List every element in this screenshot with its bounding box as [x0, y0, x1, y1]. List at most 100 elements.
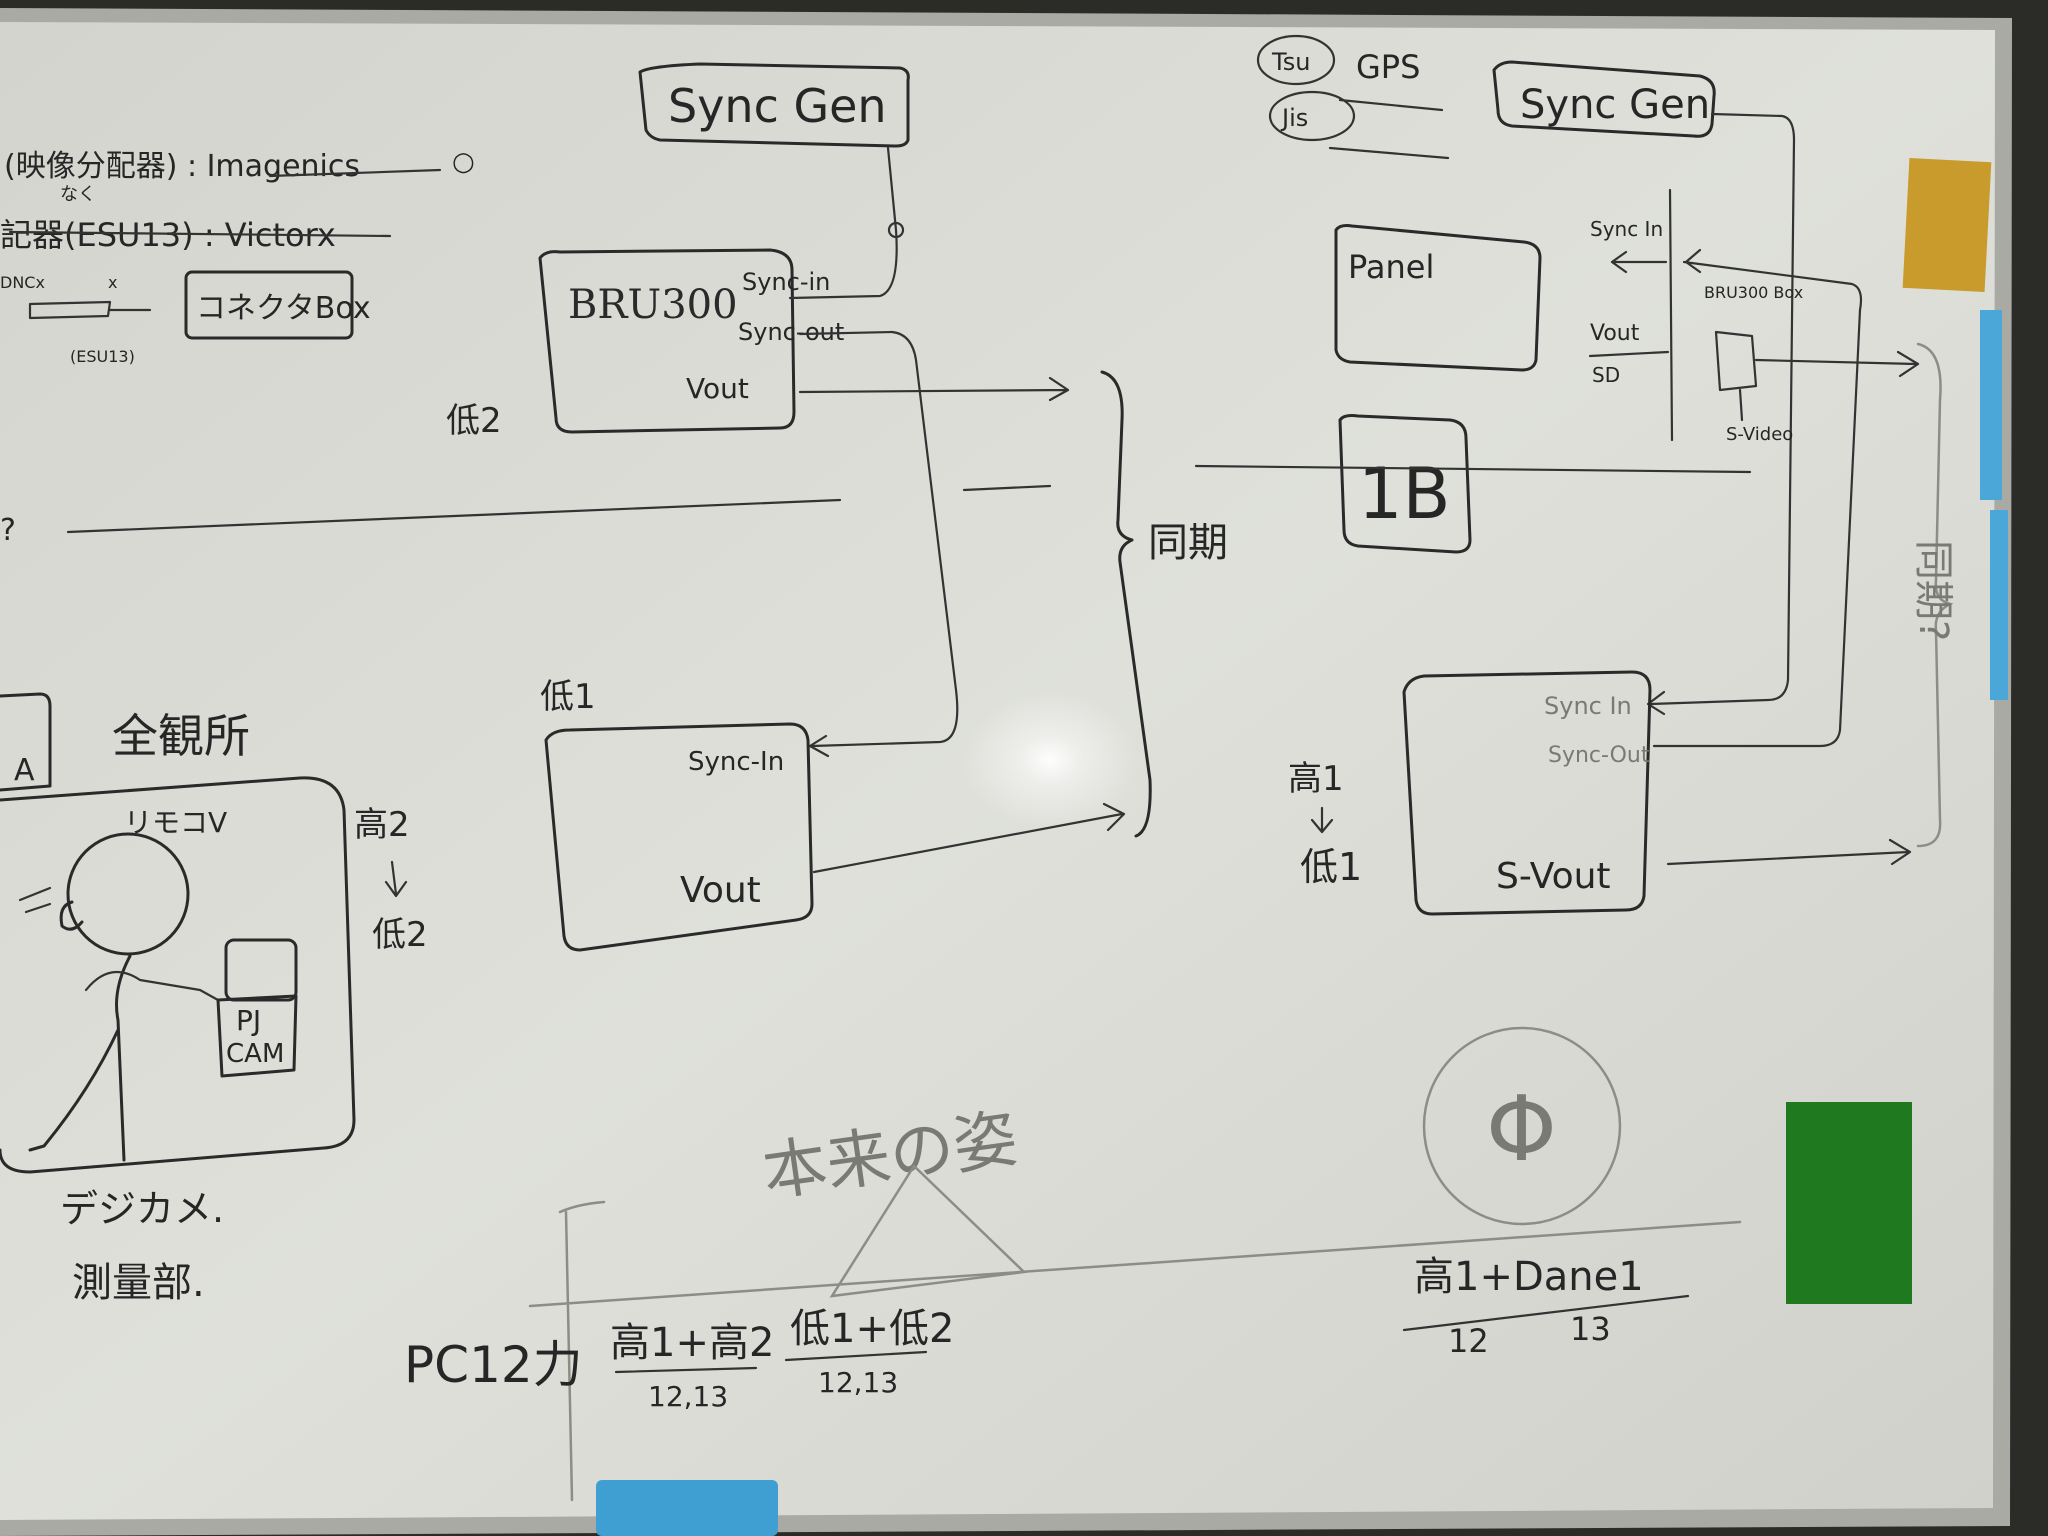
pc-count-label: PC12力 [404, 1336, 583, 1394]
low1-label-left: 低1 [540, 677, 596, 717]
box-a [0, 692, 52, 792]
sync-question-label: 同期? [1910, 540, 1956, 641]
bru-box-shape [1714, 330, 1758, 392]
formula3-bar [1402, 1294, 1690, 1332]
sync-in-arrow [1610, 250, 1668, 274]
wire-connector-dot [887, 221, 905, 239]
connector-box-label: コネクタBox [196, 291, 371, 326]
person-body [28, 954, 132, 1162]
formula3-bottom-right: 13 [1570, 1310, 1611, 1348]
vout-top-label: Vout [686, 372, 749, 405]
top-left-notes: (映像分配器) : Imagenics なく ○ 記器(ESU13) : Vic… [0, 147, 842, 548]
wire-sync-out-right [1652, 248, 1863, 748]
sync-gen-label-left: Sync Gen [668, 79, 887, 133]
low2-label-left: 低2 [446, 401, 502, 441]
sync-brace-right [1916, 342, 1954, 848]
panel-label: Panel [1348, 248, 1434, 286]
strike-line1 [268, 168, 442, 178]
formula1-top: 高1+高2 [610, 1320, 774, 1366]
high2-low2-arrow [384, 860, 408, 898]
formula3-top: 高1+Dane1 [1414, 1254, 1644, 1300]
bottom-long-line [528, 1220, 1742, 1308]
note-line3-left: DNCx [0, 273, 45, 292]
note-line3-sub: (ESU13) [70, 347, 135, 366]
box-sync-in-label: Sync In [1544, 692, 1632, 720]
blue-magnet-bottom [1990, 510, 2008, 700]
green-magnet [1786, 1102, 1912, 1304]
wire-sync-out-to-sync-in [798, 330, 959, 758]
short-line [962, 484, 1052, 492]
wire-sync-gen-right [1646, 112, 1796, 716]
strike-line2 [8, 230, 392, 238]
sync-gen-box-right [1492, 60, 1716, 138]
person-arm [84, 970, 220, 1002]
note-line1-small: なく [60, 184, 96, 205]
box-s-vout-label: S-Vout [1496, 856, 1611, 897]
right-device-box [1402, 670, 1652, 916]
orange-magnet [1902, 157, 1992, 293]
sync-out-top-label: Sync-out [738, 318, 844, 346]
bottom-bracket [558, 1200, 606, 1502]
high-to-low-arrow-right [1310, 806, 1334, 834]
question-mark-left: ? [0, 513, 16, 548]
bottom-formulas: 本来の姿 Φ PC12力 高1+高2 12,13 低1+低2 12,13 高1+… [404, 1026, 1742, 1502]
wire-vout-top-arrow [798, 376, 1070, 402]
vout-right-label: Vout [1590, 321, 1640, 346]
formula3-bottom-left: 12 [1448, 1322, 1489, 1360]
pj-cam-line2: CAM [226, 1039, 284, 1069]
high2-label: 高2 [354, 805, 410, 845]
note-line1-mark: ○ [452, 147, 475, 177]
scene-title: 全観所 [112, 709, 250, 763]
circle-symbol: Φ [1486, 1077, 1557, 1182]
sync-gen-box-left [638, 62, 910, 148]
vout-bottom-label: Vout [680, 870, 761, 911]
bru300-box [538, 248, 796, 434]
room-1b-label: 1B [1358, 453, 1451, 535]
camera-head [224, 938, 298, 1002]
s-video-label: S-Video [1726, 424, 1793, 445]
eraser [596, 1480, 778, 1536]
sync-in-top-label: Sync-in [742, 268, 830, 296]
vertical-bar-right [1668, 188, 1674, 442]
box-a-label: A [14, 753, 35, 788]
panel-box [1334, 224, 1542, 372]
wire-vout-bottom-arrow [812, 802, 1126, 874]
divider-line-right [1194, 464, 1752, 474]
speech-lines [18, 886, 52, 914]
jis-label: Jis [1280, 104, 1308, 132]
gps-label: GPS [1356, 48, 1420, 86]
gps-lines [1328, 98, 1450, 160]
high1-label-right: 高1 [1288, 759, 1344, 799]
vout-right-line [1588, 350, 1670, 358]
sync-label-left: 同期 [1148, 520, 1228, 566]
sync-brace-left [1100, 370, 1152, 838]
pj-cam-line1: PJ [236, 1004, 261, 1037]
bottom-device-box [544, 722, 814, 952]
triangle-sketch [829, 1164, 1027, 1298]
wire-sync-gen-to-sync-in [788, 146, 898, 300]
sync-in-bottom-label: Sync-In [688, 747, 784, 777]
remote-label: リモコV [124, 806, 227, 839]
formula2-top: 低1+低2 [790, 1306, 954, 1352]
connector-box [184, 270, 354, 340]
bottom-left-scene: A 全観所 リモコV PJ CAM 高2 低2 デジカメ. 測量部. [0, 692, 428, 1306]
formula2-bottom: 12,13 [818, 1366, 898, 1399]
circle-symbol-outer [1422, 1026, 1622, 1226]
formula1-bar [614, 1366, 758, 1374]
digicam-note: デジカメ. [60, 1187, 224, 1231]
person-ear [59, 900, 84, 931]
box-sync-out-label: Sync-Out [1548, 743, 1650, 768]
s-video-drop [1738, 388, 1744, 422]
note-line3-mark: x [108, 273, 117, 292]
bru-box-label: BRU300 Box [1704, 283, 1803, 302]
scene-frame [0, 776, 356, 1174]
person-head [66, 832, 190, 956]
sd-label: SD [1592, 363, 1620, 387]
right-diagram: Tsu GPS Jis Sync Gen Panel Sync In Vout … [1194, 34, 1956, 916]
measuring-note: 測量部. [72, 1260, 205, 1306]
blue-magnet-top [1980, 310, 2002, 500]
formula1-bottom: 12,13 [648, 1380, 728, 1413]
tsu-oval [1256, 34, 1336, 86]
